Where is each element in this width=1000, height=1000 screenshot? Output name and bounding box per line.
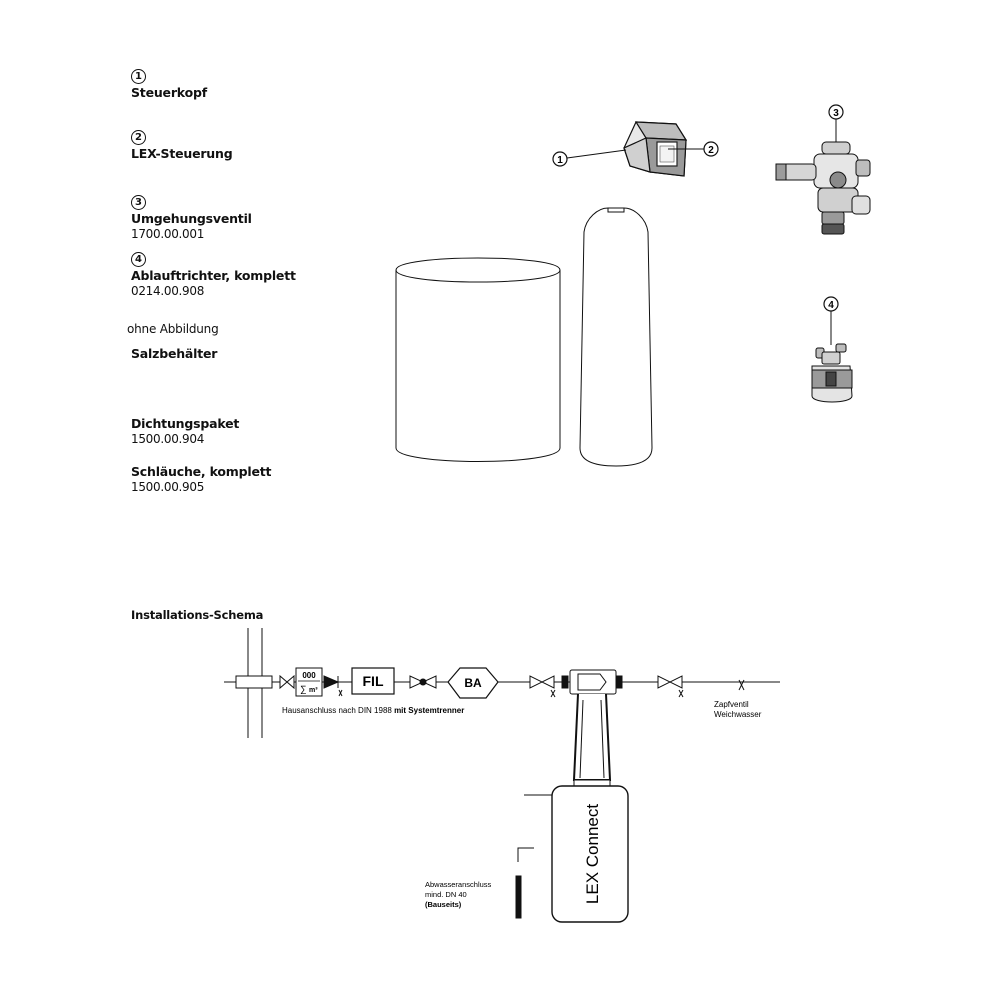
part-name: Umgehungsventil	[131, 211, 252, 226]
extra-part-hoses: Schläuche, komplett 1500.00.905	[131, 463, 271, 494]
extra-part-salt-tank: Salzbehälter	[131, 345, 217, 361]
callout-2-label: 2	[708, 145, 714, 156]
resin-tank-illustration	[579, 207, 653, 467]
callout-1-label: 1	[557, 155, 563, 166]
part-number-badge: 3	[131, 195, 146, 210]
callout-4-label: 4	[828, 300, 834, 311]
control-head-illustration	[623, 121, 688, 177]
part-item-4: 4 Ablauftrichter, komplett 0214.00.908	[131, 249, 296, 298]
extra-part-seal-kit: Dichtungspaket 1500.00.904	[131, 415, 239, 446]
part-number-badge: 2	[131, 130, 146, 145]
part-article-number: 0214.00.908	[131, 284, 205, 298]
drain-funnel-illustration: 4	[811, 296, 853, 403]
part-number-badge: 4	[131, 252, 146, 267]
bypass-valve-illustration: 3	[775, 104, 871, 235]
meter-reading: 000	[302, 671, 316, 680]
tap-label-line2: Weichwasser	[714, 710, 762, 719]
meter-sum-symbol: ∑	[300, 684, 306, 694]
drain-label-line1: Abwasseranschluss	[425, 880, 492, 889]
drain-label-line2: mind. DN 40	[425, 890, 467, 899]
schema-title: Installations-Schema	[131, 608, 264, 622]
installation-schema	[224, 628, 780, 923]
part-article-number: 1700.00.001	[131, 227, 205, 241]
callout-1: 1	[552, 149, 627, 167]
part-item-3: 3 Umgehungsventil 1700.00.001	[131, 192, 252, 241]
part-name: LEX-Steuerung	[131, 146, 233, 161]
part-name: Steuerkopf	[131, 85, 207, 100]
part-name: Dichtungspaket	[131, 416, 240, 431]
callout-3-label: 3	[833, 108, 839, 119]
part-number-badge: 1	[131, 69, 146, 84]
meter-unit: m³	[309, 687, 318, 694]
part-item-2: 2 LEX-Steuerung	[131, 127, 233, 161]
salt-tank-illustration	[395, 257, 561, 462]
tap-label-line1: Zapfventil	[714, 700, 749, 709]
part-article-number: 1500.00.905	[131, 480, 205, 494]
part-article-number: 1500.00.904	[131, 432, 205, 446]
ba-label: BA	[464, 676, 482, 690]
drain-label-line3: (Bauseits)	[425, 900, 462, 909]
part-name: Salzbehälter	[131, 346, 218, 361]
part-name: Ablauftrichter, komplett	[131, 268, 296, 283]
note-no-illustration: ohne Abbildung	[127, 322, 219, 336]
callout-2: 2	[668, 141, 719, 157]
part-item-1: 1 Steuerkopf	[131, 66, 207, 100]
device-label: LEX Connect	[583, 804, 602, 904]
part-name: Schläuche, komplett	[131, 464, 272, 479]
filter-label: FIL	[363, 673, 384, 689]
house-connection-caption: Hausanschluss nach DIN 1988 mit Systemtr…	[282, 706, 464, 715]
